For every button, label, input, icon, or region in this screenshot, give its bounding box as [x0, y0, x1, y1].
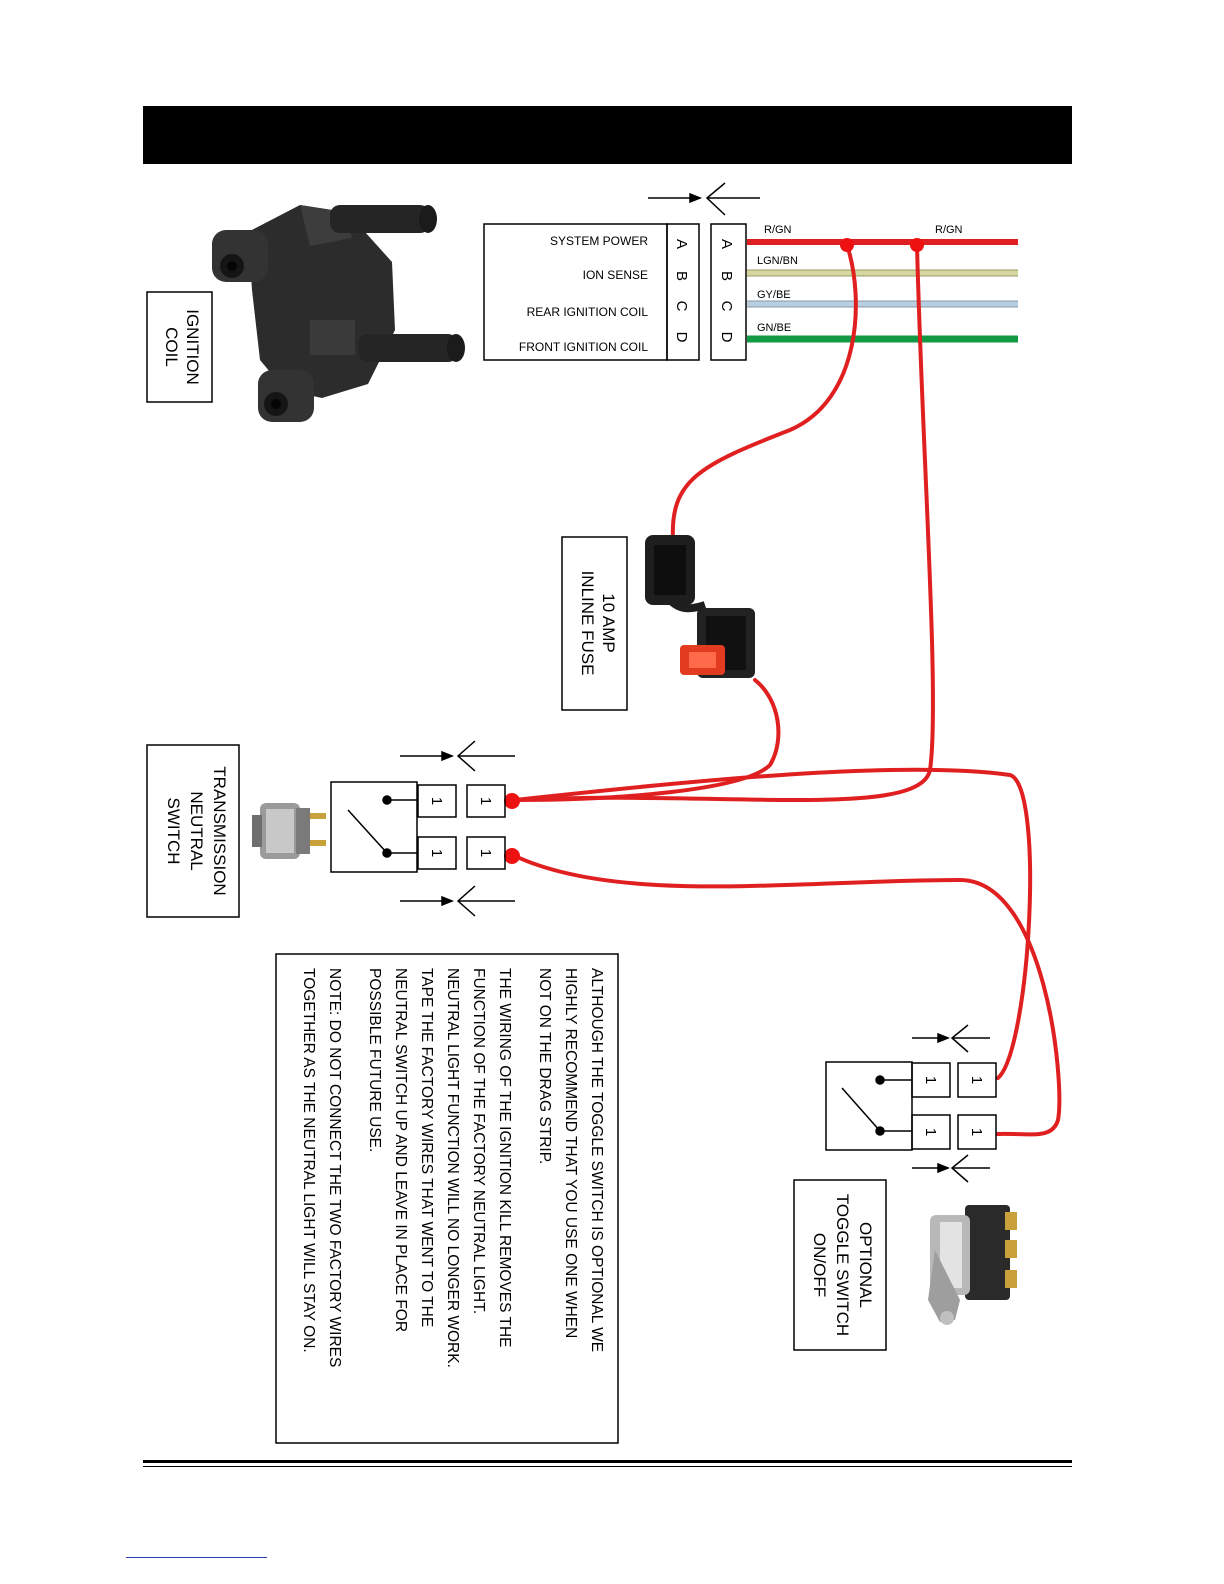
jumper-fuse-to-switch: [513, 678, 781, 802]
ts-pin-1: 1: [922, 1076, 939, 1084]
pin-function-c: REAR IGNITION COIL: [527, 305, 649, 319]
note-box: ALTHOUGH THE TOGGLE SWITCH IS OPTIONAL W…: [275, 953, 619, 1444]
ecm-connector: SYSTEM POWER ION SENSE REAR IGNITION COI…: [483, 223, 747, 361]
ts-pin-4: 1: [968, 1128, 985, 1136]
note-line-9: POSSIBLE FUTURE USE.: [366, 968, 383, 1152]
neutral-label-line2: NEUTRAL: [187, 791, 206, 870]
ignition-coil-label: IGNITION COIL: [146, 291, 213, 403]
jumper-power-to-toggle: [513, 243, 935, 802]
neutral-label-line1: TRANSMISSION: [210, 766, 229, 895]
jumper-wires: [504, 238, 1062, 1137]
note-line-8: NEUTRAL SWITCH UP AND LEAVE IN PLACE FOR: [392, 968, 409, 1332]
pin-letter-a-left: A: [673, 239, 690, 249]
neutral-connector-arrow-top-icon: [400, 740, 515, 772]
toggle-connector-arrow-bottom-icon: [912, 1154, 990, 1183]
ns-pin-2: 1: [428, 849, 445, 857]
ignition-coil-icon: [212, 205, 465, 422]
inline-fuse-label: 10 AMP INLINE FUSE: [561, 536, 628, 711]
footer-link-underline: [126, 1557, 267, 1558]
pin-function-a: SYSTEM POWER: [550, 234, 648, 248]
neutral-switch-label: TRANSMISSION NEUTRAL SWITCH: [146, 744, 240, 918]
toggle-switch-schematic: [825, 1061, 997, 1151]
note-line-3: NOT ON THE DRAG STRIP.: [536, 968, 553, 1164]
splice-dot-1: [840, 238, 854, 252]
note-line-6: NEUTRAL LIGHT FUNCTION WILL NO LONGER WO…: [444, 968, 461, 1368]
note-line-11: TOGETHER AS THE NEUTRAL LIGHT WILL STAY …: [300, 968, 317, 1353]
toggle-label-line1: OPTIONAL: [856, 1222, 875, 1308]
ignition-coil-label-line2: COIL: [162, 327, 181, 367]
harness-wires: R/GN R/GN LGN/BN GY/BE GN/BE: [747, 224, 1018, 343]
pin-letter-b-left: B: [673, 271, 690, 281]
pin-letter-c-left: C: [673, 301, 690, 312]
footer-rule: [143, 1460, 1072, 1463]
note-line-5: FUNCTION OF THE FACTORY NEUTRAL LIGHT.: [470, 968, 487, 1314]
splice-dot-2: [910, 238, 924, 252]
ns-pin-3: 1: [477, 797, 494, 805]
pin-function-d: FRONT IGNITION COIL: [519, 340, 648, 354]
pin-letter-d-left: D: [673, 332, 690, 343]
pin-function-b: ION SENSE: [583, 268, 648, 282]
toggle-label-line2: TOGGLE SWITCH: [833, 1194, 852, 1336]
pin-letter-c-right: C: [718, 301, 735, 312]
ts-pin-3: 1: [968, 1076, 985, 1084]
jumper-to-fuse: [670, 243, 858, 542]
note-line-1: ALTHOUGH THE TOGGLE SWITCH IS OPTIONAL W…: [588, 968, 605, 1352]
fuse-holder-icon: [645, 535, 755, 678]
ns-pin-1: 1: [428, 797, 445, 805]
footer-rule-thin: [143, 1466, 1072, 1467]
fuse-label-line2: INLINE FUSE: [578, 571, 597, 676]
ignition-coil-label-line1: IGNITION: [183, 309, 202, 385]
ts-pin-2: 1: [922, 1128, 939, 1136]
note-line-4: THE WIRING OF THE IGNITION KILL REMOVES …: [496, 968, 513, 1348]
ns-pin-4: 1: [477, 849, 494, 857]
toggle-switch-label: OPTIONAL TOGGLE SWITCH ON/OFF: [793, 1179, 887, 1351]
neutral-switch-schematic: [330, 781, 506, 873]
note-line-10: NOTE: DO NOT CONNECT THE TWO FACTORY WIR…: [326, 968, 343, 1367]
splice-dot-4: [504, 848, 520, 864]
fuse-label-line1: 10 AMP: [599, 593, 618, 653]
pin-letter-b-right: B: [718, 271, 735, 281]
neutral-label-line3: SWITCH: [164, 797, 183, 864]
wire-label-gn-be: GN/BE: [757, 322, 791, 334]
wire-label-gy-be: GY/BE: [757, 289, 791, 301]
pin-letter-a-right: A: [718, 239, 735, 249]
toggle-switch-icon: [928, 1205, 1017, 1325]
neutral-connector-arrow-bottom-icon: [400, 885, 515, 917]
wire-label-r-gn: R/GN: [764, 224, 792, 236]
pin-letter-d-right: D: [718, 332, 735, 343]
wire-label-lgn-bn: LGN/BN: [757, 255, 798, 267]
jumper-switch-to-toggle-top: [513, 767, 1033, 1080]
toggle-connector-arrow-top-icon: [912, 1024, 990, 1053]
note-line-7: TAPE THE FACTORY WIRES THAT WENT TO THE: [418, 968, 435, 1327]
header-bar: [143, 106, 1072, 164]
toggle-label-line3: ON/OFF: [810, 1233, 829, 1297]
wire-label-r-gn-2: R/GN: [935, 224, 963, 236]
neutral-switch-icon: [252, 803, 326, 859]
note-line-2: HIGHLY RECOMMEND THAT YOU USE ONE WHEN: [562, 968, 579, 1338]
splice-dot-3: [504, 793, 520, 809]
jumper-switch-to-toggle-bottom: [513, 854, 1062, 1137]
connector-arrow-icon: [648, 182, 760, 216]
